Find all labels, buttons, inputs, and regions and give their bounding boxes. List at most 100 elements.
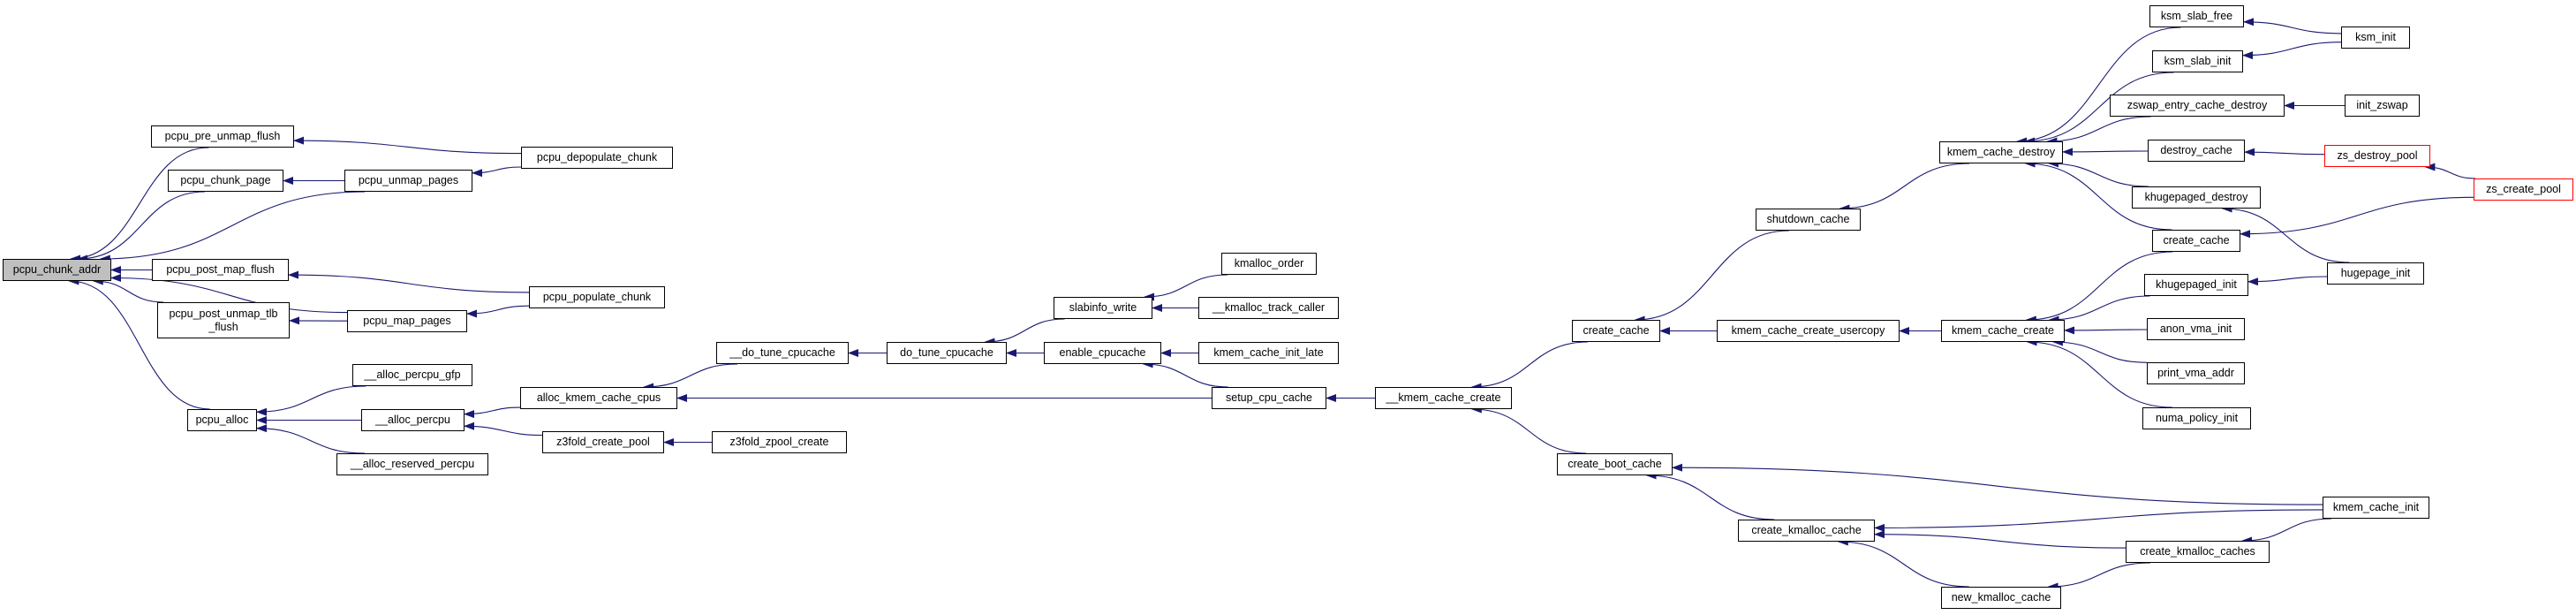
edge-hugepage-init-to-khugepaged-init: [2247, 276, 2328, 286]
edge-alloc-percpu-gfp-to-pcpu-alloc: [256, 385, 366, 416]
node-label: create_cache: [2163, 234, 2230, 247]
node-kmalloc-track-caller[interactable]: __kmalloc_track_caller: [1198, 297, 1339, 319]
node-create-kmalloc-caches[interactable]: create_kmalloc_caches: [2126, 541, 2270, 563]
node-label: kmem_cache_destroy: [1946, 146, 2056, 159]
node-do-tune-cpucache[interactable]: do_tune_cpucache: [887, 342, 1007, 364]
edge-ksm-slab-free-to-kmem-cache-destroy: [2016, 27, 2181, 146]
node-kmem-cache-create-usercopy[interactable]: kmem_cache_create_usercopy: [1717, 320, 1900, 342]
node-enable-cpucache[interactable]: enable_cpucache: [1044, 342, 1161, 364]
node-label: zs_destroy_pool: [2337, 149, 2418, 163]
node-khugepaged-init[interactable]: khugepaged_init: [2144, 274, 2248, 296]
node-pcpu-post-map-flush[interactable]: pcpu_post_map_flush: [152, 259, 289, 281]
node-label: create_boot_cache: [1568, 458, 1662, 471]
node-label: pcpu_chunk_page: [180, 174, 271, 187]
node-z3fold-zpool-create[interactable]: z3fold_zpool_create: [712, 431, 847, 453]
node-zswap-entry-cache-destroy[interactable]: zswap_entry_cache_destroy: [2110, 95, 2285, 117]
node-pcpu-populate-chunk[interactable]: pcpu_populate_chunk: [529, 286, 665, 308]
node-label: setup_cpu_cache: [1226, 391, 1312, 405]
edge-kmem-cache-init-to-create-kmalloc-caches: [2241, 518, 2332, 545]
node-alloc-percpu[interactable]: __alloc_percpu: [361, 409, 465, 431]
node-create-boot-cache[interactable]: create_boot_cache: [1557, 453, 1673, 475]
node-print-vma-addr[interactable]: print_vma_addr: [2147, 362, 2245, 384]
node-kmalloc-order[interactable]: kmalloc_order: [1221, 253, 1317, 275]
edge-pcpu-chunk-page-to-pcpu-chunk-addr: [77, 191, 205, 263]
node-pcpu-post-unmap-tlb-flush[interactable]: pcpu_post_unmap_tlb _flush: [157, 302, 290, 338]
node-ksm-slab-free[interactable]: ksm_slab_free: [2149, 5, 2244, 27]
node-create-cache[interactable]: create_cache: [1572, 320, 1660, 342]
edge-layer: [68, 18, 2476, 591]
edge-z3fold-create-pool-to-alloc-percpu: [464, 421, 543, 437]
edge-numa-policy-init-to-kmem-cache-create: [2026, 338, 2172, 408]
node-kmem-cache-create[interactable]: __kmem_cache_create: [1375, 387, 1512, 409]
node-kmem-cache-init-late[interactable]: kmem_cache_init_late: [1198, 342, 1339, 364]
node-label: z3fold_zpool_create: [729, 436, 829, 449]
node-label: init_zswap: [2356, 99, 2408, 112]
node-kmem-cache-create[interactable]: kmem_cache_create: [1941, 320, 2065, 342]
node-label: numa_policy_init: [2155, 412, 2239, 425]
node-new-kmalloc-cache[interactable]: new_kmalloc_cache: [1941, 587, 2061, 609]
node-pcpu-chunk-page[interactable]: pcpu_chunk_page: [168, 170, 283, 192]
node-alloc-kmem-cache-cpus[interactable]: alloc_kmem_cache_cpus: [520, 387, 677, 409]
node-label: ksm_slab_init: [2164, 55, 2232, 68]
node-pcpu-alloc[interactable]: pcpu_alloc: [187, 409, 257, 431]
node-init-zswap[interactable]: init_zswap: [2345, 95, 2420, 117]
node-do-tune-cpucache[interactable]: __do_tune_cpucache: [716, 342, 849, 364]
edge-new-kmalloc-cache-to-create-kmalloc-cache: [1837, 537, 1969, 588]
node-label: pcpu_map_pages: [363, 315, 451, 328]
node-setup-cpu-cache[interactable]: setup_cpu_cache: [1212, 387, 1326, 409]
edge-ksm-init-to-ksm-slab-init: [2242, 42, 2342, 60]
edge-zs-create-pool-to-zs-destroy-pool: [2424, 163, 2476, 179]
edge-create-cache-to-kmem-cache-create: [1470, 341, 1588, 391]
node-pcpu-unmap-pages[interactable]: pcpu_unmap_pages: [344, 170, 472, 192]
node-label: do_tune_cpucache: [900, 346, 993, 360]
node-label: kmem_cache_create_usercopy: [1731, 324, 1885, 338]
node-zs-create-pool[interactable]: zs_create_pool: [2474, 178, 2573, 201]
node-kmem-cache-destroy[interactable]: kmem_cache_destroy: [1939, 141, 2063, 163]
node-z3fold-create-pool[interactable]: z3fold_create_pool: [542, 431, 664, 453]
node-anon-vma-init[interactable]: anon_vma_init: [2147, 318, 2245, 340]
edge-setup-cpu-cache-to-enable-cpucache: [1142, 360, 1228, 388]
edge-khugepaged-init-to-kmem-cache-create: [2048, 295, 2150, 324]
node-label: zs_create_pool: [2486, 183, 2561, 196]
node-destroy-cache[interactable]: destroy_cache: [2148, 140, 2245, 162]
edge-kmem-cache-init-to-create-boot-cache: [1672, 463, 2323, 505]
edge-pcpu-post-unmap-tlb-flush-to-pcpu-chunk-addr: [92, 277, 164, 303]
node-label: pcpu_unmap_pages: [358, 174, 459, 187]
edge-zs-create-pool-to-create-cache2: [2240, 196, 2474, 239]
node-alloc-percpu-gfp[interactable]: __alloc_percpu_gfp: [352, 364, 472, 386]
node-pcpu-pre-unmap-flush[interactable]: pcpu_pre_unmap_flush: [151, 125, 294, 148]
node-label: pcpu_alloc: [195, 414, 249, 427]
node-label: pcpu_post_map_flush: [166, 263, 275, 277]
node-slabinfo-write[interactable]: slabinfo_write: [1054, 297, 1152, 319]
node-pcpu-map-pages[interactable]: pcpu_map_pages: [347, 310, 467, 332]
node-pcpu-depopulate-chunk[interactable]: pcpu_depopulate_chunk: [521, 147, 673, 169]
node-label: ksm_init: [2355, 31, 2396, 44]
node-label: destroy_cache: [2160, 144, 2232, 157]
node-ksm-slab-init[interactable]: ksm_slab_init: [2152, 50, 2243, 72]
edge-shutdown-cache-to-create-cache: [1634, 230, 1789, 324]
node-label: kmem_cache_init_late: [1213, 346, 1324, 360]
edge-ksm-init-to-ksm-slab-free: [2243, 18, 2342, 34]
node-alloc-reserved-percpu[interactable]: __alloc_reserved_percpu: [336, 453, 488, 475]
node-label: hugepage_init: [2340, 267, 2411, 280]
node-numa-policy-init[interactable]: numa_policy_init: [2142, 407, 2251, 429]
node-label: kmem_cache_init: [2332, 501, 2420, 514]
node-zs-destroy-pool[interactable]: zs_destroy_pool: [2324, 145, 2430, 167]
node-shutdown-cache[interactable]: shutdown_cache: [1756, 209, 1861, 231]
node-label: shutdown_cache: [1766, 213, 1850, 226]
edge-slabinfo-write-to-do-tune-cpucache: [984, 318, 1065, 346]
node-ksm-init[interactable]: ksm_init: [2341, 27, 2410, 49]
node-label: __do_tune_cpucache: [729, 346, 835, 360]
edge-kmem-cache-destroy-to-shutdown-cache: [1839, 163, 1970, 213]
node-kmem-cache-init[interactable]: kmem_cache_init: [2323, 497, 2429, 519]
node-label: alloc_kmem_cache_cpus: [536, 391, 661, 405]
node-label: anon_vma_init: [2159, 323, 2232, 336]
node-label: print_vma_addr: [2157, 367, 2234, 380]
edge-zswap-entry-cache-destroy-to-kmem-cache-destroy: [2046, 116, 2151, 146]
node-hugepage-init[interactable]: hugepage_init: [2327, 262, 2424, 285]
node-create-cache2[interactable]: create_cache: [2152, 230, 2240, 252]
node-create-kmalloc-cache[interactable]: create_kmalloc_cache: [1738, 520, 1875, 542]
node-label: khugepaged_destroy: [2144, 191, 2248, 204]
node-khugepaged-destroy[interactable]: khugepaged_destroy: [2132, 186, 2261, 209]
node-label: create_cache: [1583, 324, 1650, 338]
